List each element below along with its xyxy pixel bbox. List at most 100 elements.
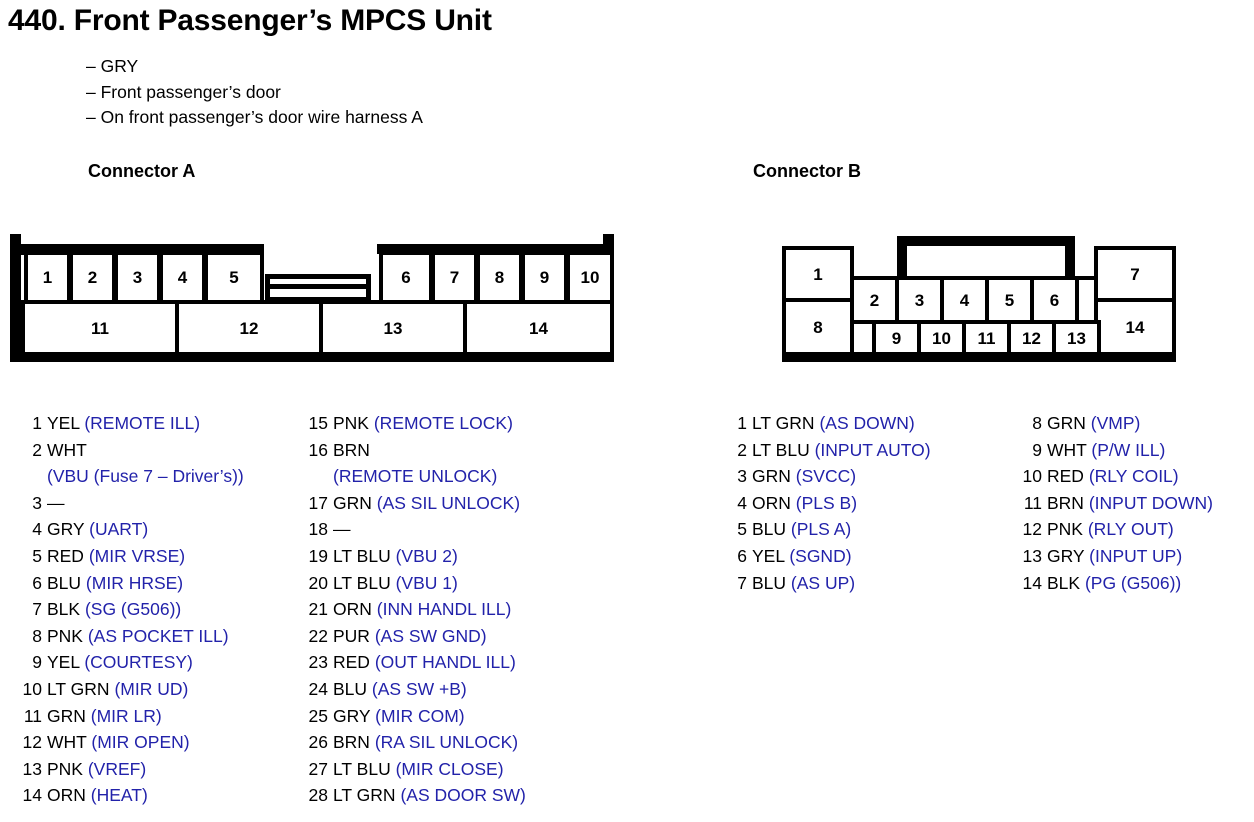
connector-a-cavity-11: 11 [21,300,179,356]
pin-signal-name: (REMOTE ILL) [84,413,201,433]
connector-a-cavity-8: 8 [476,251,523,304]
pin-signal-name: (MIR CLOSE) [395,758,504,779]
connector-b-cavity-2: 2 [850,276,899,324]
connector-a-cavity-12: 12 [175,300,323,356]
pin-signal-name-continued: (REMOTE UNLOCK) [333,466,498,487]
pin-row: 18— [308,516,608,543]
connector-b-cavity-8: 8 [782,298,854,356]
pin-number: 13 [22,758,42,779]
pin-signal-name: (VMP) [1090,413,1141,433]
connector-b-cavity-6: 6 [1030,276,1079,324]
connector-a-cavity-14: 14 [463,300,614,356]
connector-a-caption: Connector A [88,161,196,181]
pin-wire-color: BLU [752,572,787,593]
pin-number: 14 [1022,572,1042,593]
pin-wire-color: RED [1047,466,1084,487]
pin-number: 14 [22,785,42,806]
pin-number: 7 [737,572,747,593]
pin-signal-name: (AS DOWN) [819,413,915,433]
pin-signal-name: (INN HANDL ILL) [376,599,512,620]
pin-number: 27 [308,758,328,779]
pin-number: 9 [32,652,42,673]
pin-number: 13 [1022,545,1042,566]
pin-signal-name: (INPUT UP) [1089,545,1183,566]
spec-line-wire-color: – GRY [86,56,139,76]
pin-number: 2 [737,439,747,460]
spec-list: – GRY – Front passenger’s door – On fron… [86,54,423,131]
shell-bottom-rail-b [782,352,1176,362]
pin-number: 4 [32,519,42,540]
connector-a-cavity-7: 7 [431,251,478,304]
page-title: 440. Front Passenger’s MPCS Unit [8,4,492,37]
pin-wire-color: LT GRN [333,785,396,806]
spec-line-harness: – On front passenger’s door wire harness… [86,107,423,127]
pin-signal-name: (MIR VRSE) [88,545,186,566]
pin-signal-name: (AS DOOR SW) [400,785,526,806]
pin-wire-color: BLU [47,572,82,593]
pin-signal-name: (RA SIL UNLOCK) [374,732,519,753]
pin-number: 16 [308,439,328,460]
pin-wire-color: LT BLU [333,758,391,779]
pin-wire-color: PNK [333,413,369,433]
pin-wire-color: — [333,519,351,540]
pin-signal-name: (RLY OUT) [1087,519,1174,540]
pin-signal-name: (AS SW GND) [374,625,487,646]
pin-wire-color: PNK [47,758,83,779]
pin-wire-color: BRN [1047,492,1084,513]
pin-signal-name: (P/W ILL) [1091,439,1166,460]
pin-number: 1 [737,413,747,433]
shell-top-rail-left [21,244,264,254]
connector-a-cavity-5: 5 [204,251,264,304]
pin-signal-name: (PLS B) [795,492,858,513]
spec-line-location: – Front passenger’s door [86,81,281,102]
pin-signal-name: (AS POCKET ILL) [87,625,229,646]
pin-wire-color: LT BLU [333,572,391,593]
pin-number: 19 [308,545,328,566]
pin-wire-color: LT BLU [752,439,810,460]
pin-signal-name: (VBU 1) [395,572,458,593]
pin-number: 4 [737,492,747,513]
connector-a-cavity-6: 6 [379,251,433,304]
pin-wire-color: BRN [333,439,370,460]
pin-number: 25 [308,705,328,726]
pin-number: 20 [308,572,328,593]
pin-number: 5 [737,519,747,540]
pin-number: 10 [1022,466,1042,487]
pin-signal-name: (OUT HANDL ILL) [374,652,516,673]
pin-wire-color: ORN [47,785,86,806]
pin-number: 9 [1032,439,1042,460]
pin-number: 11 [23,705,42,726]
latch-tab-slot [270,279,366,284]
pin-signal-name: (MIR LR) [90,705,162,726]
pin-signal-name: (HEAT) [90,785,148,806]
connector-a-cavity-2: 2 [69,251,116,304]
pin-signal-name: (COURTESY) [84,652,193,673]
pin-number: 12 [22,732,42,753]
pin-number: 17 [308,492,328,513]
pin-signal-name: (AS SIL UNLOCK) [376,492,521,513]
pin-signal-name: (SG (G506)) [84,599,182,620]
pin-signal-name-continued: (VBU (Fuse 7 – Driver’s)) [47,466,244,487]
pin-wire-color: ORN [752,492,791,513]
pin-number: 18 [308,519,328,540]
latch-tab-outline [265,274,371,302]
pin-wire-color: PNK [1047,519,1083,540]
